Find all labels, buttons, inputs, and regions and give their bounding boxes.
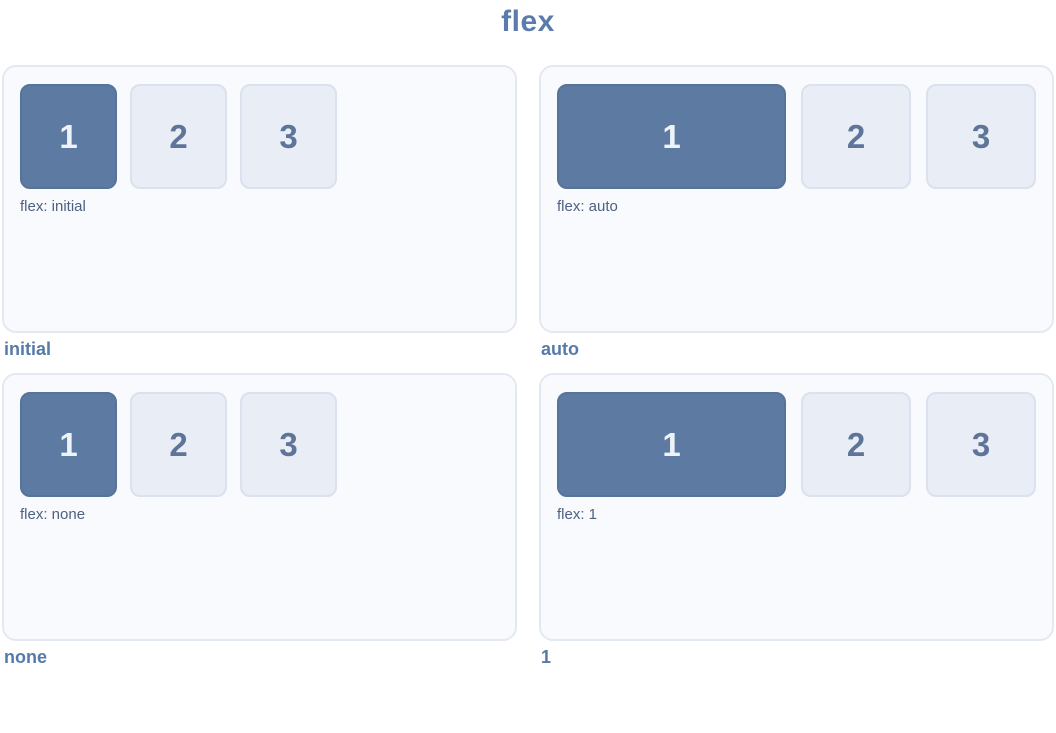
flex-container-none: 1 2 3 flex: none (2, 373, 517, 641)
flex-item-3: 3 (240, 392, 337, 497)
flex-item-1: 1 (557, 84, 786, 189)
flex-container-1: 1 2 3 flex: 1 (539, 373, 1054, 641)
flex-rule-label: flex: initial (20, 198, 86, 215)
flex-row: 1 2 3 (20, 84, 499, 189)
flex-row: 1 2 3 (557, 392, 1036, 497)
panel-caption-auto: auto (541, 339, 579, 359)
demo-cell-none: 1 2 3 flex: none none (2, 373, 517, 668)
flex-container-initial: 1 2 3 flex: initial (2, 65, 517, 333)
flex-rule-label: flex: auto (557, 198, 618, 215)
flex-item-2: 2 (801, 84, 911, 189)
flex-rule-label: flex: 1 (557, 506, 598, 523)
demo-cell-auto: 1 2 3 flex: auto auto (539, 65, 1054, 360)
flex-row: 1 2 3 (20, 392, 499, 497)
panel-caption-1: 1 (541, 647, 552, 667)
flex-row: 1 2 3 (557, 84, 1036, 189)
flex-item-3: 3 (926, 84, 1036, 189)
flex-item-3: 3 (240, 84, 337, 189)
demo-grid: 1 2 3 flex: initial initial 1 2 3 flex: … (2, 65, 1054, 668)
flex-item-3: 3 (926, 392, 1036, 497)
page-title: flex (501, 5, 555, 38)
flex-container-auto: 1 2 3 flex: auto (539, 65, 1054, 333)
panel-caption-none: none (4, 647, 47, 667)
flex-item-2: 2 (130, 84, 227, 189)
flex-item-1: 1 (20, 392, 117, 497)
flex-item-1: 1 (557, 392, 786, 497)
flex-item-1: 1 (20, 84, 117, 189)
panel-caption-initial: initial (4, 339, 52, 359)
flex-rule-label: flex: none (20, 506, 86, 523)
demo-cell-initial: 1 2 3 flex: initial initial (2, 65, 517, 360)
flex-item-2: 2 (801, 392, 911, 497)
demo-cell-1: 1 2 3 flex: 1 1 (539, 373, 1054, 668)
flex-item-2: 2 (130, 392, 227, 497)
